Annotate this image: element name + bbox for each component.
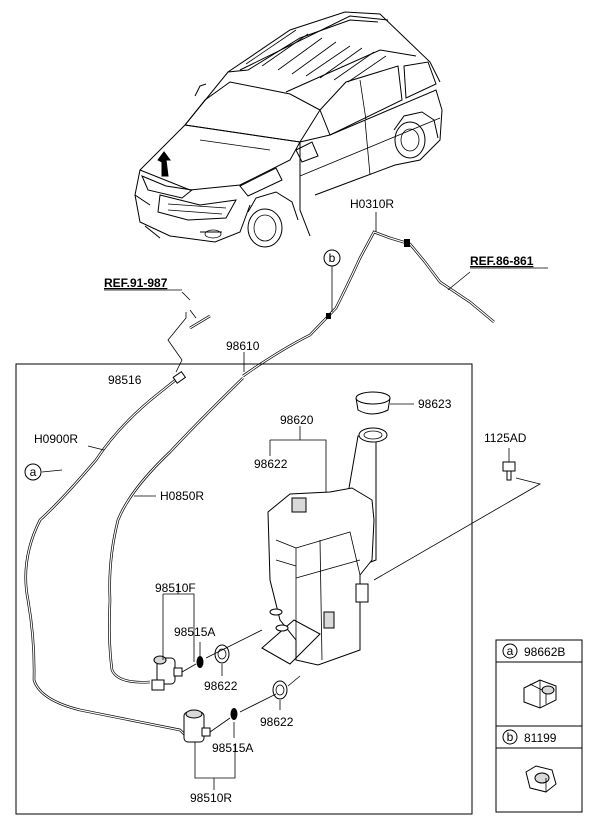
label-98510r: 98510R (190, 791, 232, 805)
label-98622-mid: 98622 (204, 679, 238, 693)
callout-b: b (323, 249, 341, 267)
label-1125ad: 1125AD (484, 431, 527, 445)
label-98515a-low: 98515A (212, 741, 253, 755)
clip-98662b-icon (523, 679, 557, 709)
ref-left-label: REF.91-987 (104, 276, 168, 290)
label-98610: 98610 (226, 339, 260, 353)
callout-a-letter: a (30, 465, 37, 479)
label-98622-top: 98622 (254, 457, 288, 471)
leader-lines (41, 426, 327, 790)
label-h0850r: H0850R (160, 489, 204, 503)
ref-right-label: REF.86-861 (470, 254, 534, 268)
callout-b-letter: b (329, 251, 336, 265)
lower-hoses (24, 352, 245, 739)
legend-table: a 98662B b 81199 (495, 639, 583, 813)
callout-a: a (24, 463, 42, 481)
legend-b-part: 81199 (524, 731, 557, 745)
label-98516: 98516 (108, 373, 142, 387)
legend-b-letter: b (507, 730, 514, 744)
legend-a-part: 98662B (524, 645, 565, 659)
tank-cap-98623 (355, 391, 414, 415)
pump-98510r (183, 675, 301, 743)
label-h0310r: H0310R (350, 197, 394, 211)
label-98620: 98620 (280, 413, 314, 427)
washer-tank (261, 427, 388, 666)
label-98622-low: 98622 (260, 715, 294, 729)
clip-81199-icon (525, 765, 557, 793)
bolt-1125ad (373, 448, 542, 581)
label-98510f: 98510F (155, 581, 196, 595)
legend-a-letter: a (507, 644, 514, 658)
upper-hoses (167, 212, 495, 378)
label-98623: 98623 (418, 397, 452, 411)
vehicle-illustration (134, 11, 443, 248)
label-h0900r: H0900R (34, 432, 78, 446)
label-98515a-top: 98515A (174, 625, 215, 639)
